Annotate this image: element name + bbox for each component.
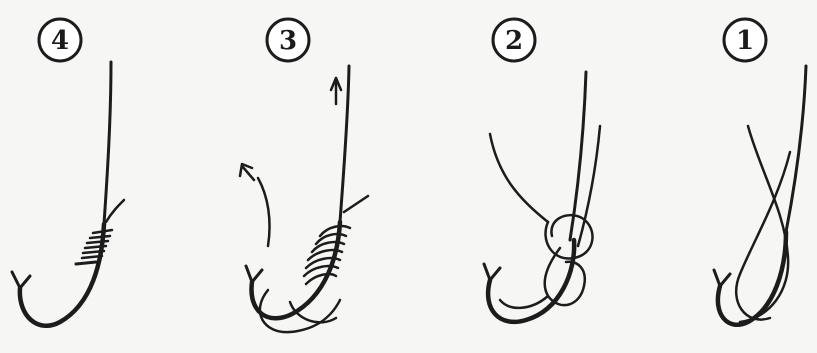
step-4-panel: 4	[12, 19, 124, 326]
step-3-panel: 3	[240, 19, 368, 332]
step-3-badge: 3	[267, 19, 309, 61]
step-1-badge: 1	[724, 19, 766, 61]
step-2-hook-icon	[484, 72, 600, 322]
step-3-number: 3	[279, 26, 297, 56]
step-2-panel: 2	[484, 19, 600, 322]
step-1-panel: 1	[714, 19, 806, 325]
step-1-number: 1	[736, 26, 754, 56]
step-1-hook-icon	[714, 66, 806, 325]
step-2-badge: 2	[493, 19, 535, 61]
step-4-hook-icon	[12, 62, 124, 326]
step-3-hook-icon	[240, 66, 368, 332]
step-2-number: 2	[505, 26, 523, 56]
step-4-badge: 4	[39, 19, 81, 61]
step-4-number: 4	[51, 26, 69, 56]
